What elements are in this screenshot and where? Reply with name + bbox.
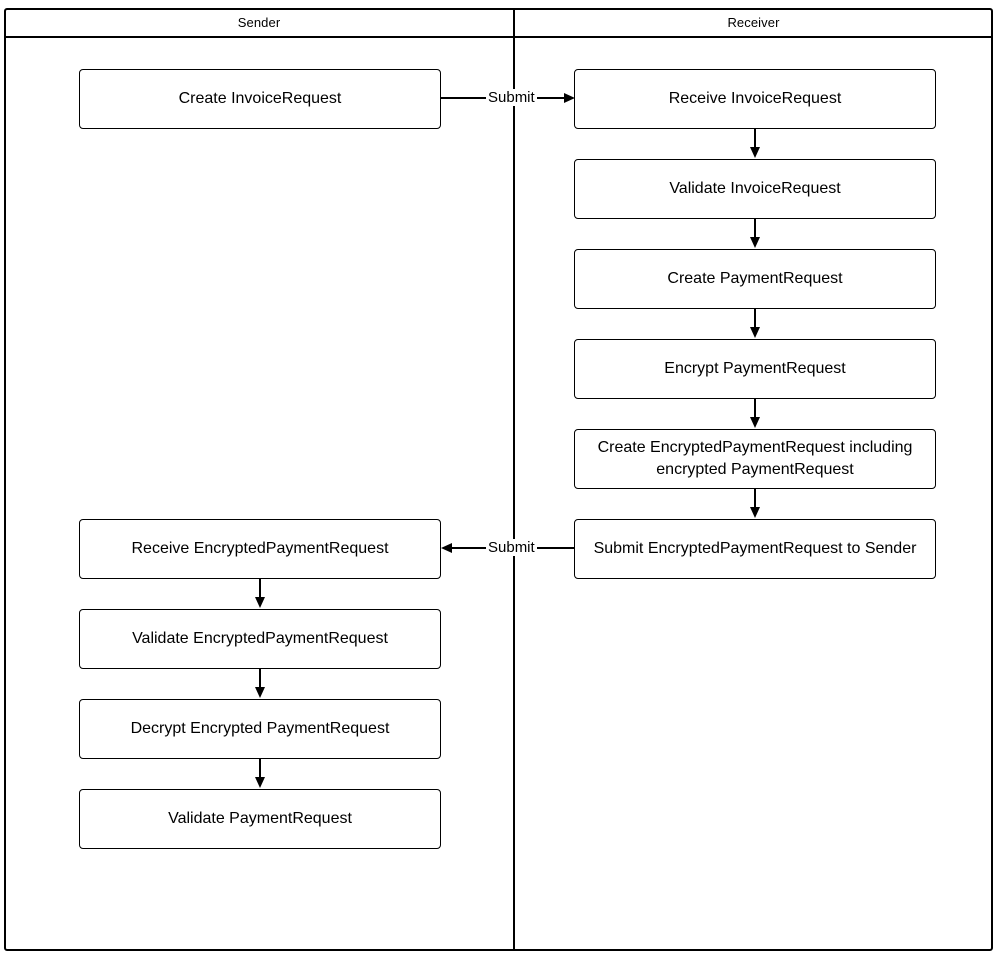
node-encrypt-paymentrequest[interactable]: Encrypt PaymentRequest <box>574 339 936 399</box>
node-decrypt-encrypted-paymentrequest[interactable]: Decrypt Encrypted PaymentRequest <box>79 699 441 759</box>
edge-arrowhead-r3-r4 <box>750 327 760 338</box>
edge-arrowhead-r2-r3 <box>750 237 760 248</box>
edge-arrowhead-s3-s4 <box>255 687 265 698</box>
node-validate-invoicerequest[interactable]: Validate InvoiceRequest <box>574 159 936 219</box>
edge-line-r3-r4 <box>754 309 756 331</box>
lane-header-sender: Sender <box>237 14 281 30</box>
node-validate-encryptedpaymentrequest[interactable]: Validate EncryptedPaymentRequest <box>79 609 441 669</box>
edge-arrowhead-submit-to-receiver <box>564 93 575 103</box>
lane-divider <box>513 8 515 951</box>
edge-arrowhead-s4-s5 <box>255 777 265 788</box>
edge-arrowhead-r4-r5 <box>750 417 760 428</box>
node-receive-invoicerequest[interactable]: Receive InvoiceRequest <box>574 69 936 129</box>
edge-line-s2-s3 <box>259 579 261 601</box>
edge-label-submit-to-receiver: Submit <box>486 89 537 106</box>
edge-line-r1-r2 <box>754 129 756 151</box>
node-create-encryptedpaymentrequest[interactable]: Create EncryptedPaymentRequest including… <box>574 429 936 489</box>
edge-arrowhead-r5-r6 <box>750 507 760 518</box>
node-create-paymentrequest[interactable]: Create PaymentRequest <box>574 249 936 309</box>
edge-line-r5-r6 <box>754 489 756 511</box>
node-create-invoicerequest[interactable]: Create InvoiceRequest <box>79 69 441 129</box>
edge-arrowhead-submit-to-sender <box>441 543 452 553</box>
node-submit-encryptedpaymentrequest-to-sender[interactable]: Submit EncryptedPaymentRequest to Sender <box>574 519 936 579</box>
edge-line-r4-r5 <box>754 399 756 421</box>
edge-line-s4-s5 <box>259 759 261 781</box>
edge-line-r2-r3 <box>754 219 756 241</box>
lane-header-receiver: Receiver <box>727 14 780 30</box>
node-validate-paymentrequest[interactable]: Validate PaymentRequest <box>79 789 441 849</box>
node-receive-encryptedpaymentrequest[interactable]: Receive EncryptedPaymentRequest <box>79 519 441 579</box>
edge-arrowhead-r1-r2 <box>750 147 760 158</box>
edge-label-submit-to-sender: Submit <box>486 539 537 556</box>
edge-line-s3-s4 <box>259 669 261 691</box>
lane-header-row: Sender Receiver <box>4 8 993 38</box>
edge-arrowhead-s2-s3 <box>255 597 265 608</box>
